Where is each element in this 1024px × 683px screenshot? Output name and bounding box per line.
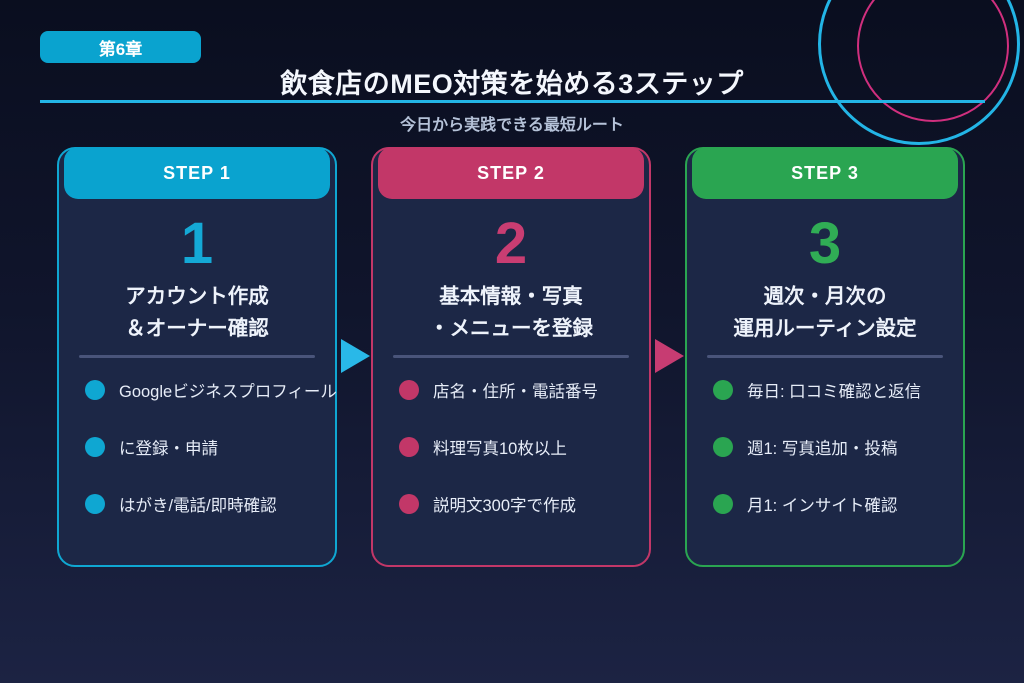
step-3-title-line-1: 週次・月次の — [763, 285, 887, 308]
bullet-label: 説明文300字で作成 — [433, 496, 577, 515]
step-card-2: STEP 2 2 基本情報・写真 ・メニューを登録 店名・住所・電話番号 料理写… — [371, 147, 651, 567]
bullet-dot-icon — [85, 379, 105, 400]
bullet-label: 料理写真10枚以上 — [433, 439, 567, 458]
step-3-header: STEP 3 — [692, 147, 958, 199]
bullet-item: Googleビジネスプロフィール — [85, 378, 337, 402]
bullet-item: 毎日: 口コミ確認と返信 — [713, 378, 963, 402]
step-3-title-line-2: 運用ルーティン設定 — [733, 316, 917, 340]
bullet-label: に登録・申請 — [119, 439, 218, 458]
title-underline — [40, 100, 985, 103]
step-2-header: STEP 2 — [378, 147, 644, 199]
bullet-label: はがき/電話/即時確認 — [119, 496, 277, 515]
arrow-right-step1-step2-icon — [341, 339, 370, 373]
bullet-dot-icon — [399, 493, 419, 514]
bullet-dot-icon — [713, 436, 733, 457]
bullet-label: 毎日: 口コミ確認と返信 — [747, 382, 922, 401]
bullet-label: 店名・住所・電話番号 — [433, 382, 598, 401]
bullet-item: 週1: 写真追加・投稿 — [713, 435, 963, 459]
bullet-dot-icon — [399, 436, 419, 457]
step-1-title-line-2: ＆オーナー確認 — [125, 316, 269, 340]
step-2-title-line-2: ・メニューを登録 — [429, 316, 593, 340]
step-2-divider — [393, 354, 629, 358]
bullet-item: 月1: インサイト確認 — [713, 492, 963, 516]
step-3-bullet-list: 毎日: 口コミ確認と返信 週1: 写真追加・投稿 月1: インサイト確認 — [687, 378, 963, 516]
bullet-dot-icon — [399, 379, 419, 400]
page-title: 飲食店のMEO対策を始める3ステップ — [280, 69, 744, 99]
bullet-item: 店名・住所・電話番号 — [399, 378, 649, 402]
bullet-label: Googleビジネスプロフィール — [119, 382, 337, 401]
bullet-item: 料理写真10枚以上 — [399, 435, 649, 459]
bullet-dot-icon — [85, 493, 105, 514]
step-3-divider — [707, 354, 943, 358]
step-card-3: STEP 3 3 週次・月次の 運用ルーティン設定 毎日: 口コミ確認と返信 週… — [685, 147, 965, 567]
bullet-dot-icon — [713, 379, 733, 400]
bullet-label: 月1: インサイト確認 — [747, 496, 898, 515]
bullet-label: 週1: 写真追加・投稿 — [747, 439, 898, 458]
step-1-number: 1 — [180, 211, 214, 276]
step-3-number: 3 — [808, 211, 842, 276]
step-2-title: 基本情報・写真 ・メニューを登録 — [373, 281, 649, 345]
bullet-item: に登録・申請 — [85, 435, 335, 459]
step-2-number: 2 — [494, 211, 528, 276]
step-1-divider — [79, 354, 315, 358]
bullet-item: はがき/電話/即時確認 — [85, 492, 335, 516]
step-3-title: 週次・月次の 運用ルーティン設定 — [687, 281, 963, 345]
step-2-bullet-list: 店名・住所・電話番号 料理写真10枚以上 説明文300字で作成 — [373, 378, 649, 516]
chapter-badge: 第6章 — [40, 31, 201, 63]
step-1-bullet-list: Googleビジネスプロフィール に登録・申請 はがき/電話/即時確認 — [59, 378, 337, 516]
page-subtitle: 今日から実践できる最短ルート — [400, 117, 624, 134]
step-1-header: STEP 1 — [64, 147, 330, 199]
step-card-1: STEP 1 1 アカウント作成 ＆オーナー確認 Googleビジネスプロフィー… — [57, 147, 337, 567]
bullet-dot-icon — [713, 493, 733, 514]
step-2-title-line-1: 基本情報・写真 — [439, 285, 583, 308]
step-1-title: アカウント作成 ＆オーナー確認 — [59, 281, 335, 345]
bullet-item: 説明文300字で作成 — [399, 492, 649, 516]
step-1-title-line-1: アカウント作成 — [125, 285, 269, 308]
arrow-right-step2-step3-icon — [655, 339, 684, 373]
bullet-dot-icon — [85, 436, 105, 457]
